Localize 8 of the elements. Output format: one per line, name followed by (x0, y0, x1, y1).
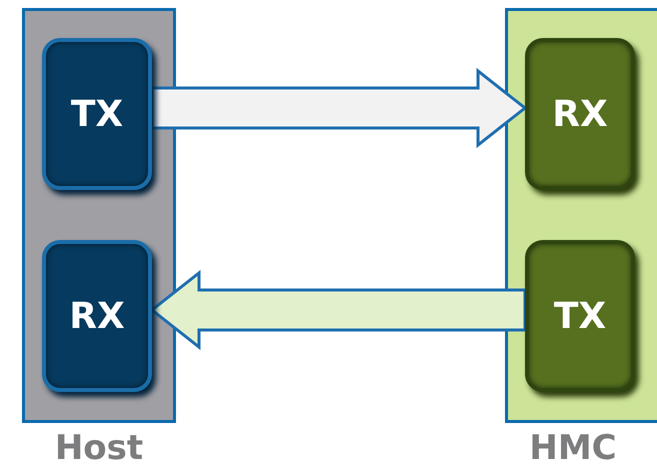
transceiver-block: TX (525, 240, 635, 392)
panel-label: HMC (528, 431, 618, 464)
block-arrow (150, 270, 526, 350)
transceiver-block: TX (42, 38, 152, 190)
transceiver-block: RX (42, 240, 152, 392)
block-arrow (150, 68, 528, 148)
panel-label: Host (54, 431, 144, 464)
transceiver-block: RX (525, 38, 635, 190)
